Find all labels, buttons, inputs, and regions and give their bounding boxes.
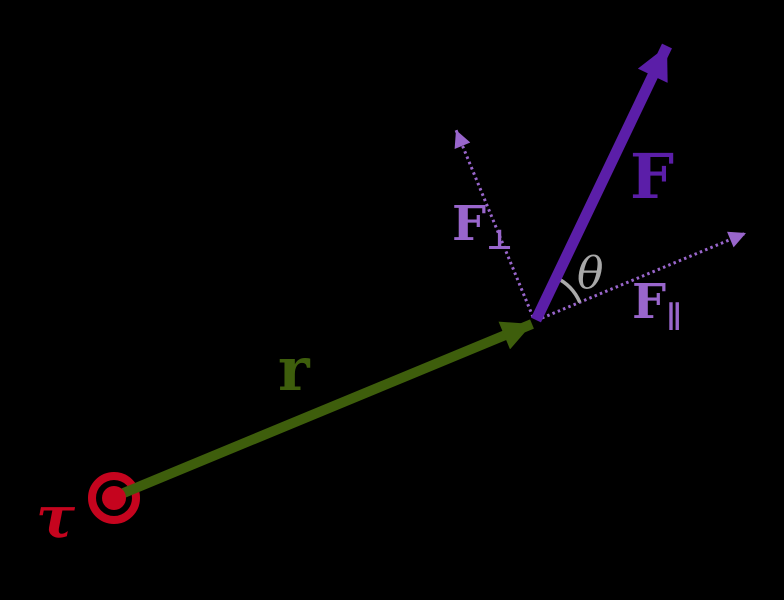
r-vector-label: r — [278, 335, 311, 405]
force-vector — [531, 43, 672, 323]
force-parallel-label-subscript: ∥ — [666, 300, 682, 335]
force-label: F — [630, 140, 674, 213]
force-parallel-component-vector — [541, 231, 747, 320]
force-perpendicular-label-main: F — [452, 196, 486, 252]
force-perpendicular-label: F⊥ — [452, 196, 513, 256]
force-parallel-label-main: F — [632, 274, 666, 330]
theta-label: θ — [577, 248, 604, 299]
torque-out-of-page-symbol-ring — [88, 472, 140, 524]
torque-label: τ — [36, 483, 76, 551]
torque-out-of-page-symbol-dot — [102, 486, 126, 510]
r-vector — [112, 319, 534, 502]
force-perpendicular-label-subscript: ⊥ — [486, 223, 513, 256]
force-parallel-label: F∥ — [632, 274, 682, 335]
